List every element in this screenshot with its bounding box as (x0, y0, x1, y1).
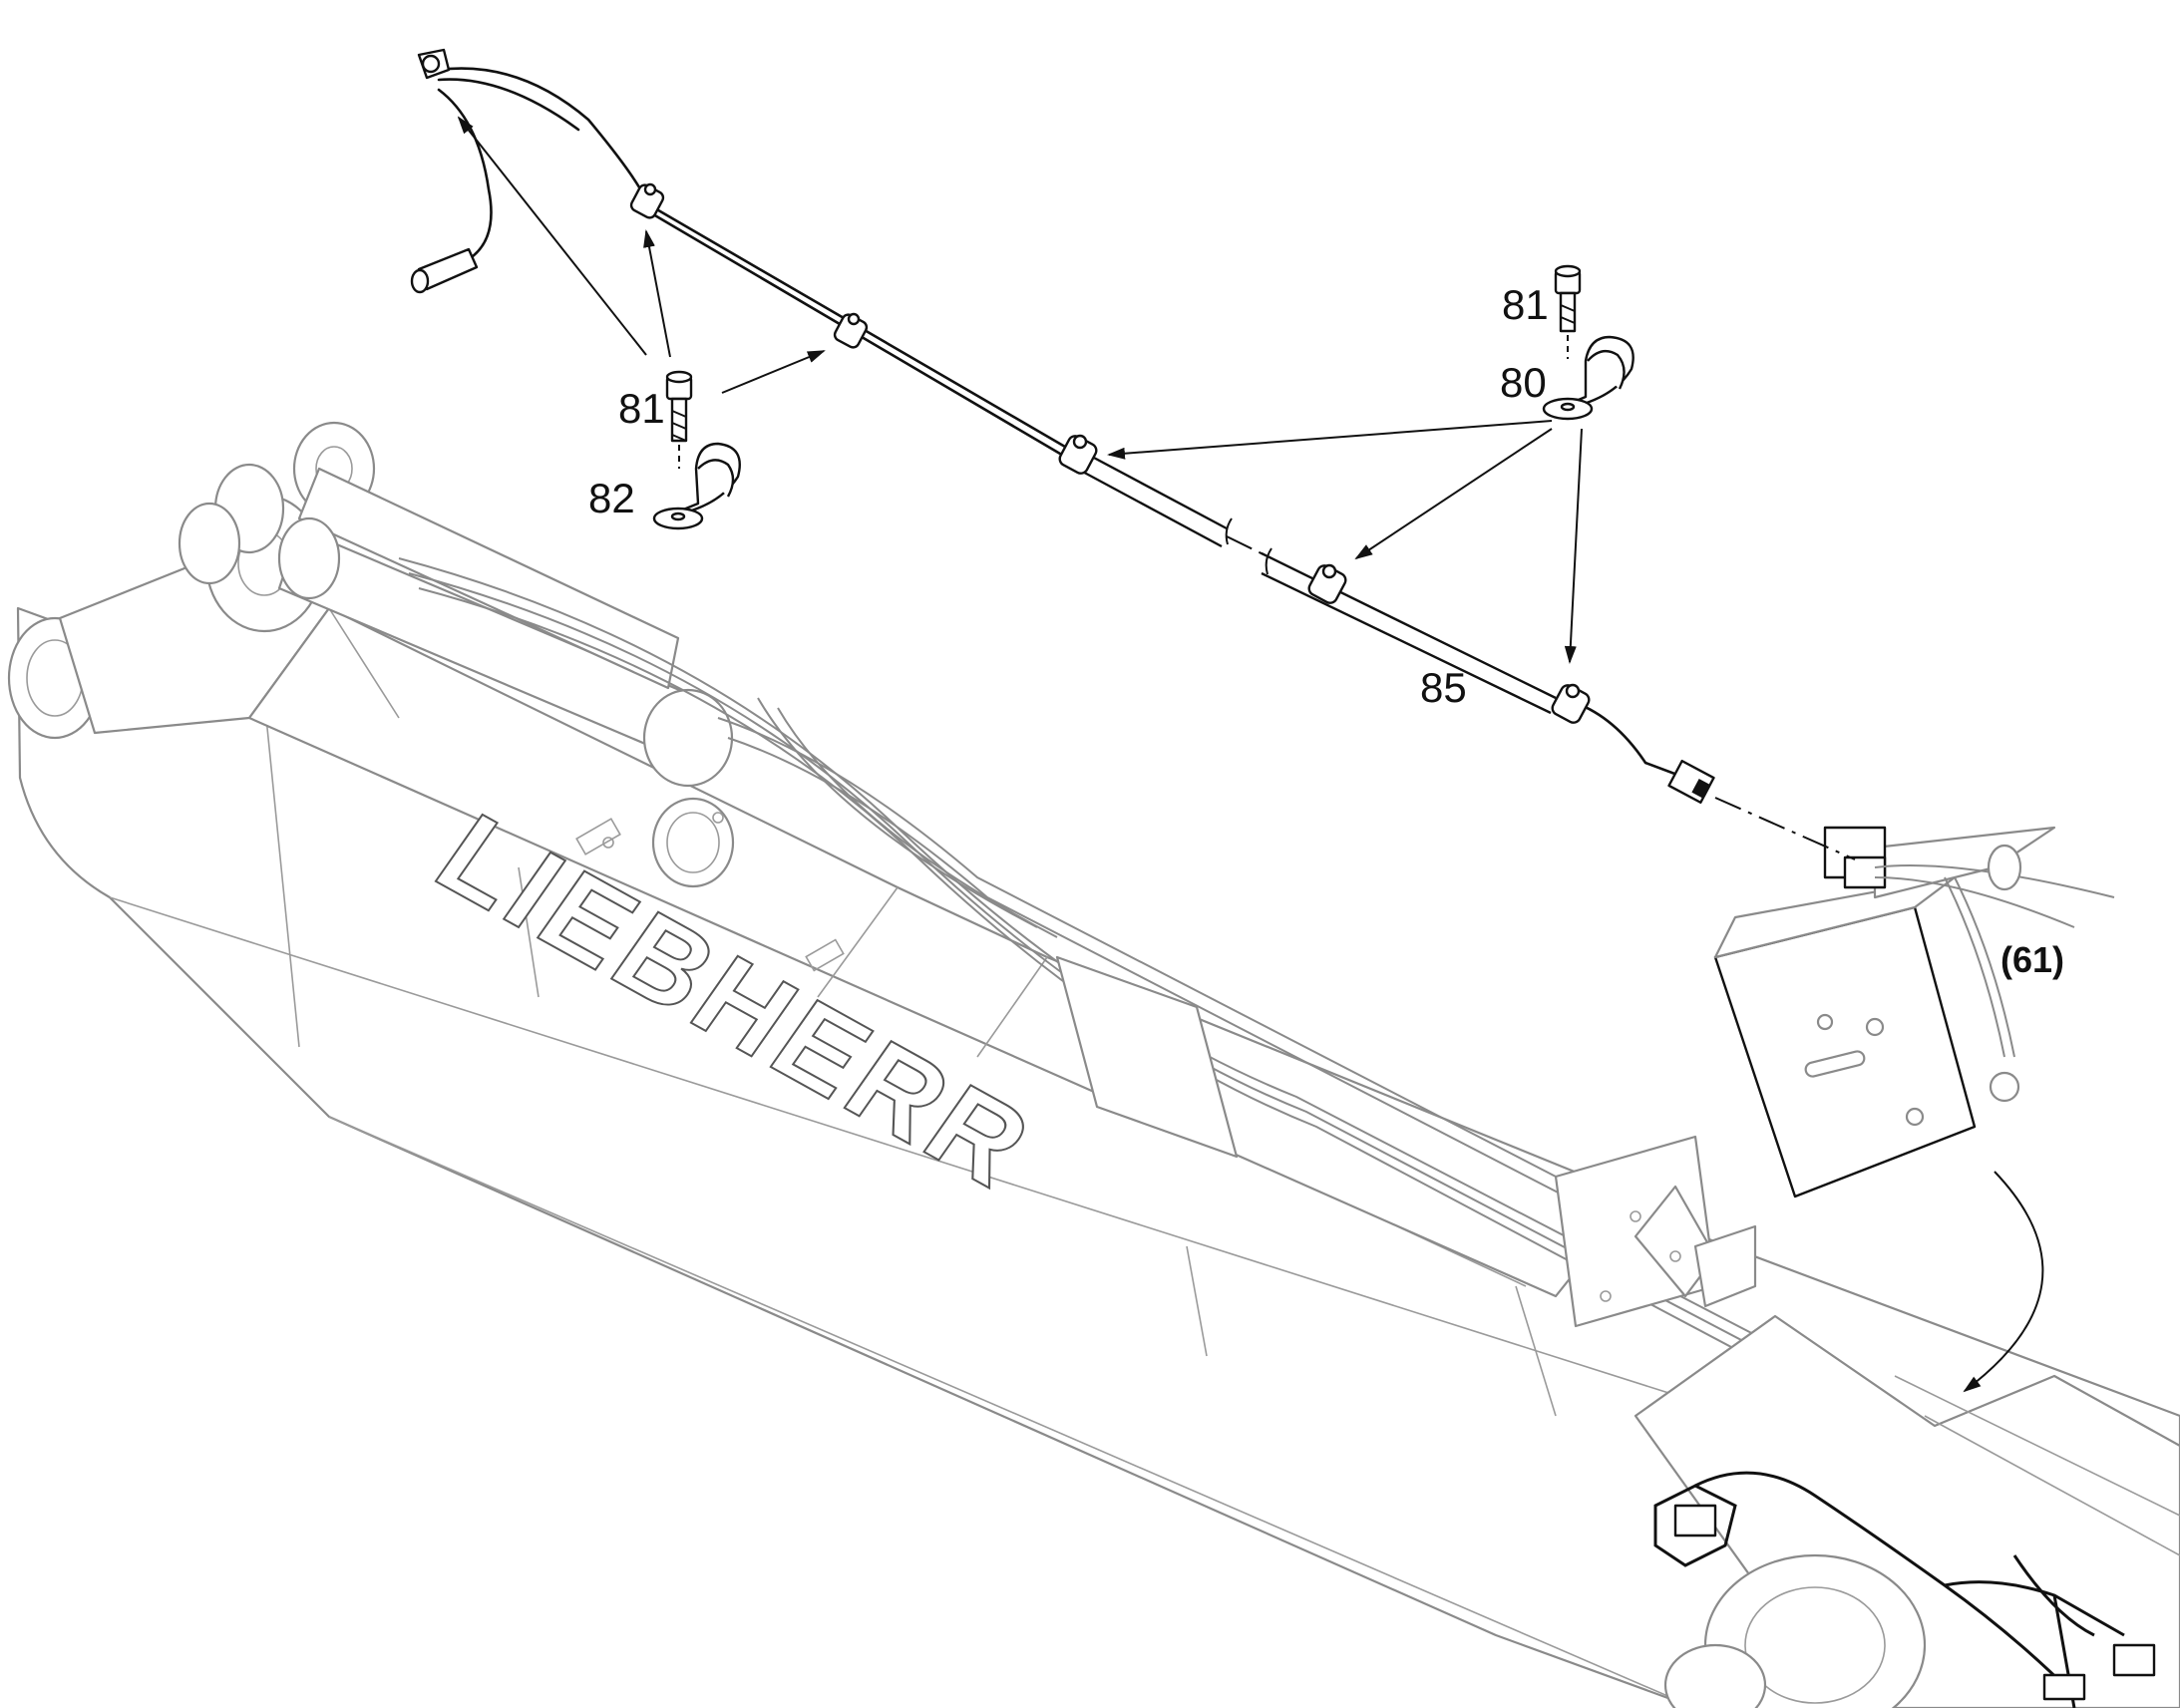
screw-and-clamp-left (652, 370, 741, 530)
screw-81-right (1554, 264, 1582, 333)
reference-label-61: (61) (2000, 939, 2064, 980)
callout-81-top-right: 81 (1502, 281, 1549, 328)
callout-85: 85 (1420, 664, 1467, 711)
screw-and-clamp-right (1542, 264, 1635, 421)
boom-body (16, 606, 2180, 1708)
cable-clamp-4 (1307, 563, 1347, 604)
clamp-80 (1542, 335, 1635, 421)
callout-81-left: 81 (618, 385, 665, 432)
cable-connector (1667, 759, 1715, 805)
screw-81-left (665, 370, 693, 443)
cable-clamp-5 (1551, 683, 1591, 724)
cable-clamp-1 (629, 182, 665, 219)
boom-electrical-harness (1653, 1471, 2156, 1708)
leader-lines (457, 116, 1583, 664)
sensor-cable-85 (410, 48, 1856, 860)
sensor-mounting-bracket: (61) (1713, 826, 2115, 1393)
callout-labels: 81 80 81 82 85 (588, 281, 1549, 711)
cylinder-pin-disc (651, 797, 735, 888)
cable-clamp-3 (1058, 434, 1098, 475)
callout-82: 82 (588, 475, 635, 521)
callout-80: 80 (1500, 359, 1547, 406)
cable-clamp-2 (833, 312, 869, 349)
clamp-82 (652, 442, 741, 530)
